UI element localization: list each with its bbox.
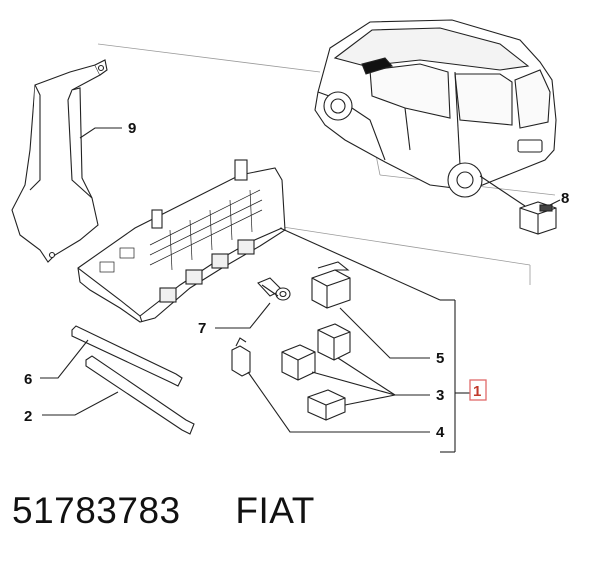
callout-1-box xyxy=(469,379,487,401)
exploded-parts-diagram: 1 2 3 4 5 6 7 8 9 xyxy=(11,19,569,453)
part-7-screw xyxy=(215,277,291,329)
part-info-footer: 51783783 FIAT xyxy=(12,490,315,550)
callout-6: 6 xyxy=(24,371,32,388)
callout-9: 9 xyxy=(128,120,136,137)
callout-5: 5 xyxy=(436,350,444,367)
brand-name: FIAT xyxy=(235,490,315,531)
part-5-relay xyxy=(311,261,430,359)
car-illustration xyxy=(314,19,557,198)
callout-1: 1 xyxy=(473,383,481,400)
callout-7: 7 xyxy=(198,320,206,337)
callout-4: 4 xyxy=(436,424,445,441)
part-6-cable-tie xyxy=(40,325,183,387)
part-9-bracket xyxy=(11,59,108,263)
part-4-fuse xyxy=(231,337,430,433)
leader-9 xyxy=(79,127,122,139)
callout-3: 3 xyxy=(436,387,444,404)
assembly-bracket xyxy=(279,227,470,453)
leader-8 xyxy=(549,199,561,206)
part-1-fuse-box xyxy=(77,159,286,323)
callout-8: 8 xyxy=(561,190,569,207)
part-number: 51783783 xyxy=(12,490,181,531)
callout-2: 2 xyxy=(24,408,32,425)
part-3-relays xyxy=(281,323,430,421)
part-2-cable-tie xyxy=(42,355,195,435)
part-8-relay xyxy=(479,175,557,235)
